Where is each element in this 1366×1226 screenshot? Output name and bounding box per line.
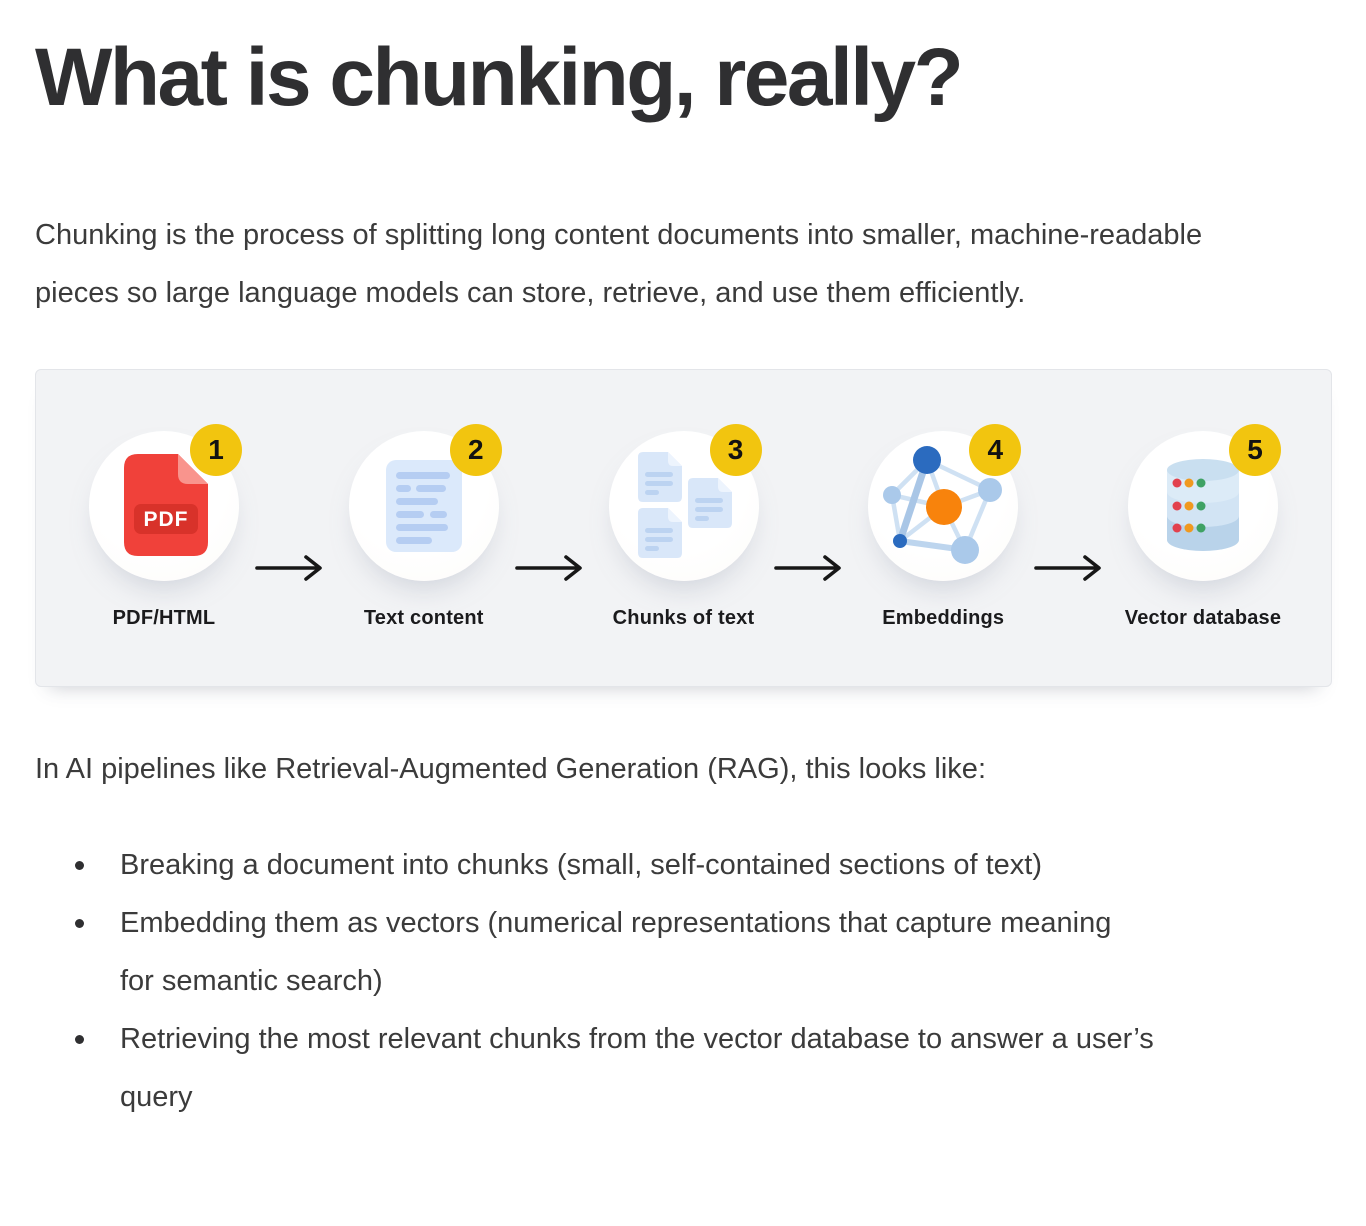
pdf-label-text: PDF xyxy=(144,508,189,531)
intro-paragraph: Chunking is the process of splitting lon… xyxy=(35,219,1203,309)
chunking-pipeline-diagram: PDF 1 PDF/HTML xyxy=(35,369,1332,687)
flow-arrow-icon xyxy=(240,553,348,583)
step-circle: 2 xyxy=(348,424,502,581)
step-label: PDF/HTML xyxy=(112,607,216,629)
step-label: Text content xyxy=(363,607,484,629)
embedding-graph-icon xyxy=(883,446,1003,564)
bullet-icon xyxy=(75,1010,120,1126)
step-number-badge: 5 xyxy=(1229,424,1281,476)
step-number-badge: 2 xyxy=(449,424,502,476)
list-item-text: Breaking a document into chunks (small, … xyxy=(120,849,1043,881)
pdf-file-icon: PDF xyxy=(124,454,208,556)
step-label: Embeddings xyxy=(882,607,1005,629)
rag-intro-paragraph: In AI pipelines like Retrieval-Augmented… xyxy=(35,753,986,785)
vector-database-icon xyxy=(1167,459,1239,551)
rag-bullet-list: Breaking a document into chunks (small, … xyxy=(35,836,1331,1126)
list-item: Breaking a document into chunks (small, … xyxy=(35,836,1331,894)
list-item: Embedding them as vectors (numerical rep… xyxy=(35,894,1331,1010)
list-item-text: Retrieving the most relevant chunks from… xyxy=(120,1023,1154,1113)
list-item-text: Embedding them as vectors (numerical rep… xyxy=(120,907,1112,997)
page-title: What is chunking, really? xyxy=(35,32,964,123)
step-label: Vector database xyxy=(1124,607,1282,629)
pipeline-step-embeddings: 4 Embeddings xyxy=(867,424,1022,686)
text-chunks-icon xyxy=(637,452,732,558)
pipeline-step-text-content: 2 Text content xyxy=(348,424,502,686)
step-circle: 4 xyxy=(868,424,1022,581)
step-number-badge: 3 xyxy=(709,424,762,476)
step-label: Chunks of text xyxy=(612,607,755,629)
flow-arrow-icon xyxy=(500,553,608,583)
text-document-icon xyxy=(385,460,462,552)
step-circle: PDF 1 xyxy=(89,424,242,581)
pipeline-step-pdf-html: PDF 1 PDF/HTML xyxy=(88,424,242,686)
pipeline-step-chunks: 3 Chunks of text xyxy=(608,424,762,686)
bullet-icon xyxy=(75,836,120,894)
list-item: Retrieving the most relevant chunks from… xyxy=(35,1010,1331,1126)
flow-arrow-icon xyxy=(760,553,868,583)
pipeline-step-vector-db: 5 Vector database xyxy=(1124,424,1282,686)
step-circle: 3 xyxy=(608,424,762,581)
step-circle: 5 xyxy=(1128,424,1281,581)
flow-arrow-icon xyxy=(1019,553,1127,583)
article-page: What is chunking, really? Chunking is th… xyxy=(0,28,1366,1126)
step-number-badge: 4 xyxy=(969,424,1022,476)
step-number-badge: 1 xyxy=(190,424,242,476)
bullet-icon xyxy=(75,894,120,1010)
